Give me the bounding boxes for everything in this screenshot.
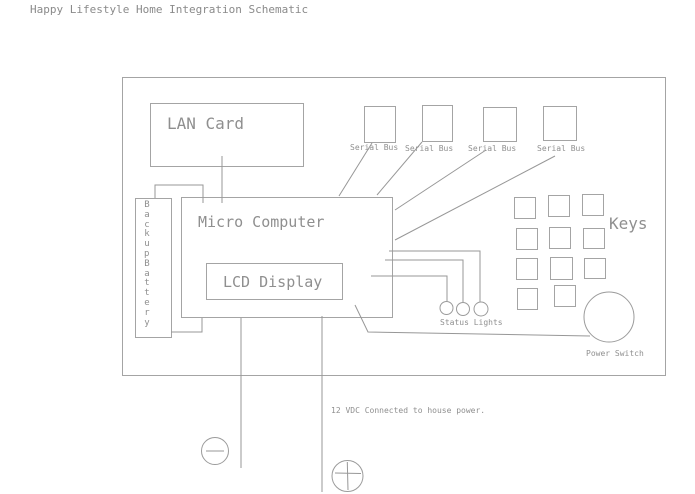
- key-square: [517, 288, 538, 310]
- lcd-display-label: LCD Display: [223, 273, 323, 291]
- serial-bus-box-2: [422, 105, 453, 142]
- serial-bus-box-4: [543, 106, 577, 141]
- key-square: [516, 228, 538, 250]
- serial-bus-label-1: Serial Bus: [350, 143, 399, 152]
- key-square: [514, 197, 536, 219]
- backup-battery-box: [135, 198, 172, 338]
- key-square: [554, 285, 576, 307]
- micro-computer-label: Micro Computer: [198, 213, 325, 231]
- keys-label: Keys: [609, 214, 648, 233]
- power-switch-label: Power Switch: [586, 349, 644, 358]
- key-square: [516, 258, 538, 280]
- key-square: [550, 257, 573, 280]
- serial-bus-label-2: Serial Bus: [405, 144, 454, 153]
- page-title: Happy Lifestyle Home Integration Schemat…: [30, 3, 309, 16]
- serial-bus-label-3: Serial Bus: [468, 144, 517, 153]
- serial-bus-box-3: [483, 107, 517, 142]
- key-square: [582, 194, 604, 216]
- lan-card-box: [150, 103, 304, 167]
- negative-terminal-icon: [201, 437, 229, 465]
- serial-bus-label-4: Serial Bus: [537, 144, 586, 153]
- key-square: [584, 258, 606, 279]
- status-lights-label: Status Lights: [440, 318, 503, 327]
- lcd-display-box: [206, 263, 343, 300]
- key-square: [548, 195, 570, 217]
- lan-card-label: LAN Card: [167, 114, 245, 133]
- backup-battery-label: Backup Battery: [144, 200, 155, 328]
- enclosure-outline: [122, 77, 666, 376]
- positive-terminal-icon: [331, 460, 364, 492]
- power-note: 12 VDC Connected to house power.: [331, 406, 486, 415]
- key-square: [549, 227, 571, 249]
- serial-bus-box-1: [364, 106, 396, 143]
- key-square: [583, 228, 605, 249]
